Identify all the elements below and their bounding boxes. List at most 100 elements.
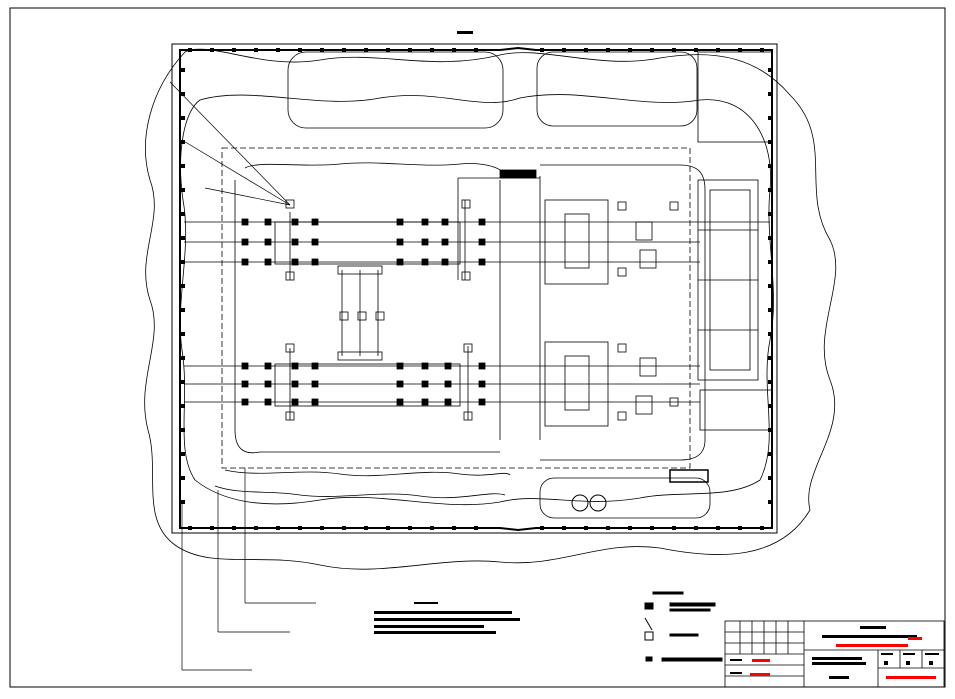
switchyard-bay-lower [184,346,700,420]
boundary-post [768,380,772,384]
equipment-symbol [311,218,319,226]
boundary-post [181,260,185,264]
boundary-post [768,284,772,288]
boundary-post [210,526,214,530]
equipment-symbol [357,311,367,321]
equipment-symbol [421,398,429,406]
boundary-post [768,68,772,72]
boundary-post [430,48,434,52]
equipment-symbol [617,267,627,277]
boundary-post [342,526,346,530]
boundary-post [408,526,412,530]
boundary-post [276,526,280,530]
equipment-symbol [311,362,319,370]
boundary-post [386,526,390,530]
equipment-symbol [264,362,272,370]
boundary-post [181,284,185,288]
boundary-post [181,236,185,240]
boundary-post [452,526,456,530]
equipment-symbol [311,258,319,266]
equipment-symbol [441,238,449,246]
equipment-symbol [421,218,429,226]
boundary-post [474,526,478,530]
equipment-symbol [421,362,429,370]
equipment-symbol [396,380,404,388]
boundary-post [584,526,588,530]
title-block-marks [730,626,939,679]
boundary-post [540,48,544,52]
equipment-symbol [478,238,486,246]
equipment-symbol [241,362,249,370]
equipment-symbol [241,238,249,246]
equipment-symbol [421,380,429,388]
boundary-post [768,308,772,312]
boundary-post [768,404,772,408]
equipment-symbol [241,380,249,388]
boundary-post [364,526,368,530]
boundary-post [254,526,258,530]
equipment-symbol [421,258,429,266]
boundary-post [181,68,185,72]
equipment-symbol [264,398,272,406]
boundary-post [181,500,185,504]
boundary-post [768,212,772,216]
boundary-post [562,48,566,52]
boundary-post [738,48,742,52]
boundary-post [768,116,772,120]
boundary-post [181,188,185,192]
equipment-symbol [285,343,295,353]
boundary-post [738,526,742,530]
equipment-symbol [396,238,404,246]
equipment-symbol [421,238,429,246]
boundary-post [408,48,412,52]
boundary-post [768,476,772,480]
boundary-post [650,48,654,52]
boundary-post [181,308,185,312]
general-notes [374,602,520,634]
boundary-post [768,452,772,456]
boundary-post [188,526,192,530]
equipment-symbol [441,258,449,266]
boundary-post [650,526,654,530]
equipment-symbol [639,249,657,269]
boundary-post [232,526,236,530]
boundary-post [768,500,772,504]
equipment-symbol [396,218,404,226]
roads [214,51,711,519]
equipment-symbol [639,357,657,377]
boundary-post [181,428,185,432]
boundary-post [181,380,185,384]
equipment-symbol [463,343,473,353]
boundary-post [628,48,632,52]
equipment-symbol [635,221,653,241]
equipment-symbol [311,398,319,406]
control-building [669,51,773,483]
equipment-symbol [285,411,295,421]
equipment-symbol [291,380,299,388]
equipment-symbol [291,258,299,266]
equipment-symbol [264,238,272,246]
equipment-symbol [669,201,679,211]
equipment-symbol [241,258,249,266]
equipment-symbol [264,258,272,266]
boundary-post [320,48,324,52]
equipment-symbol [291,238,299,246]
boundary-post [232,48,236,52]
equipment-symbol [669,397,679,407]
boundary-post [320,526,324,530]
equipment-symbols [241,199,679,421]
internal-fence [221,147,691,469]
equipment-symbol [461,271,471,281]
boundary-post [672,48,676,52]
equipment-symbol [478,398,486,406]
equipment-symbol [291,218,299,226]
boundary-post [181,404,185,408]
equipment-symbol [396,258,404,266]
boundary-post [298,48,302,52]
legend [644,591,723,662]
equipment-symbol [291,398,299,406]
boundary-post [452,48,456,52]
boundary-post [181,116,185,120]
sheet-border [9,7,946,688]
equipment-symbol [375,311,385,321]
